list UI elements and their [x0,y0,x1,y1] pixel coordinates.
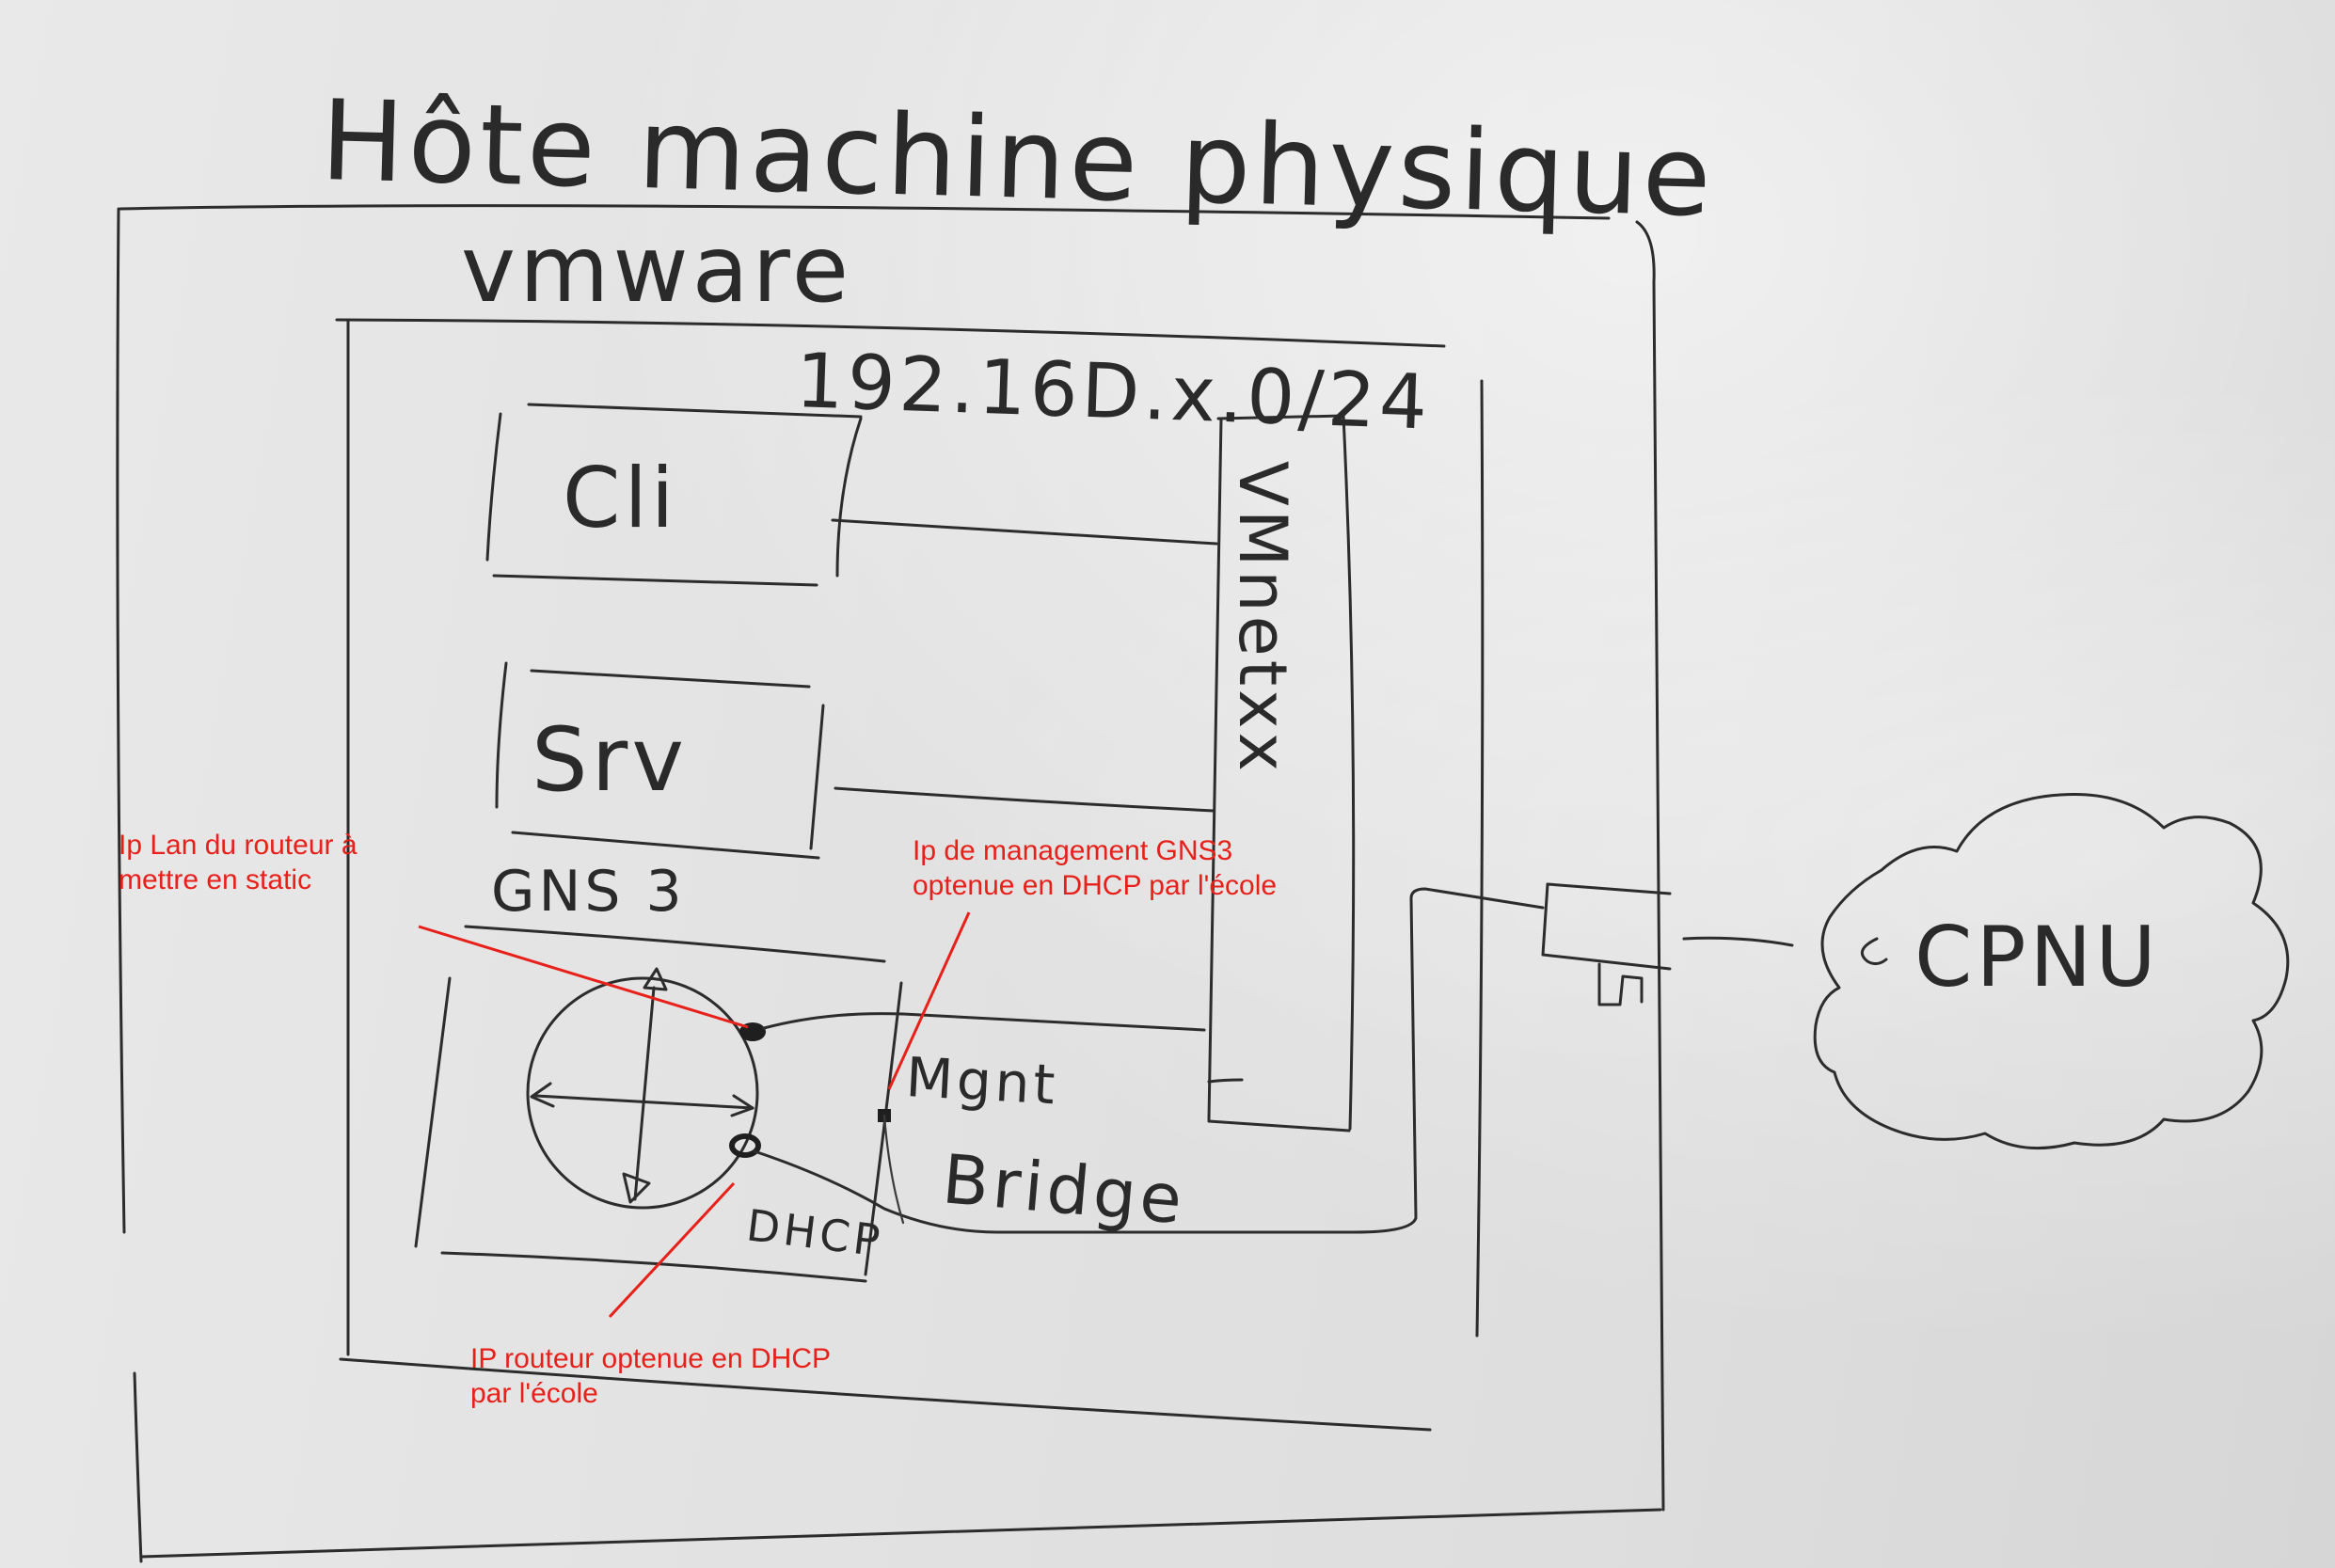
vmnet-switch [1207,414,1356,1132]
router-symbol [526,967,759,1210]
server-link [834,786,1215,813]
subnet-label: 192.16D.x.0/24 [794,337,1432,447]
vmware-label: vmware [461,216,852,324]
lan-ip-note-line2: mettre en static [119,864,312,895]
bridge-link [753,887,1545,1234]
adapter-cloud-link [1682,936,1794,947]
router-ip-pointer [608,1181,736,1319]
mgmt-ip-note-line1: Ip de management GNS3 [913,835,1233,866]
client-box [485,403,863,587]
network-adapter [1541,882,1672,1006]
router-ip-note: IP routeur optenue en DHCP par l'école [470,1341,831,1411]
router-ip-note-line2: par l'école [470,1378,598,1409]
router-ip-note-line1: IP routeur optenue en DHCP [470,1343,832,1374]
lan-link [762,1012,1206,1032]
gns3-label: GNS 3 [491,859,686,925]
mgmt-ip-pointer [887,911,971,1090]
server-box [495,661,825,860]
lan-ip-pointer [418,925,749,1029]
bridge-label: Bridge [940,1139,1189,1239]
client-link [831,518,1218,546]
wan-port [729,1133,761,1158]
mgmt-ip-note-line2: optenue en DHCP par l'école [913,870,1278,901]
mgmt-ip-note: Ip de management GNS3 optenue en DHCP pa… [913,833,1277,903]
vmnet-label: VMnetxx [1224,461,1301,775]
vmware-box [335,318,1485,1432]
host-machine-box [116,204,1665,1563]
cloud-label: CPNU [1914,909,2160,1006]
mgnt-drop [882,1114,905,1225]
dhcp-label: DHCP [744,1199,886,1266]
cloud-shape [1813,792,2290,1150]
lan-ip-note: Ip Lan du routeur à mettre en static [119,828,357,897]
lan-ip-note-line1: Ip Lan du routeur à [119,830,357,861]
gns3-box [414,925,903,1283]
mgnt-label: Mgnt [904,1045,1060,1117]
client-label: Cli [563,450,677,546]
server-label: Srv [532,709,688,812]
